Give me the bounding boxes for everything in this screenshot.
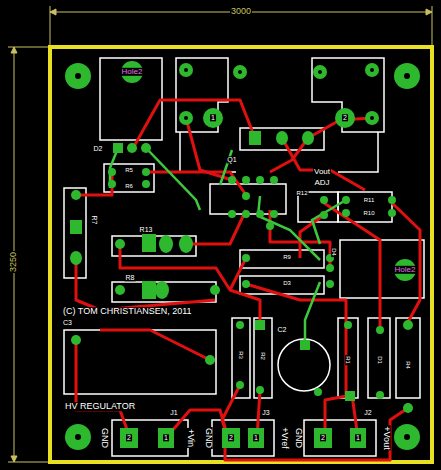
pcb-label: 3250 [9, 251, 18, 273]
pcb-label: C2 [277, 326, 288, 333]
pcb-label: +Vout [381, 425, 390, 450]
pcb-label: R6 [124, 183, 134, 189]
pcb-label: Vout [313, 168, 331, 176]
pcb-label: J2 [363, 409, 372, 416]
pcb-label: Q1 [226, 156, 237, 163]
pcb-label: GND [203, 427, 212, 449]
pcb-label: (C) TOM CHRISTIANSEN, 2011 [62, 307, 193, 316]
pcb-label: R2 [260, 351, 266, 361]
pcb-label: R12 [295, 190, 308, 196]
pcb-label: GND [99, 427, 108, 449]
pcb-label: R4 [405, 360, 411, 370]
pcb-label: R11 [363, 197, 376, 203]
pcb-label: Hole2 [394, 266, 417, 274]
silkscreen [64, 58, 424, 456]
pcb-label: R5 [124, 167, 134, 173]
pcb-label: R1 [345, 355, 351, 365]
pads [65, 63, 420, 450]
board-outline [50, 47, 432, 462]
pcb-label: R13 [139, 226, 154, 233]
mounting-hole [394, 259, 416, 281]
pcb-label: 1 [253, 434, 259, 441]
pcb-label: +Vref [279, 426, 288, 449]
pcb-label: R3 [238, 350, 244, 360]
pcb-label: 2 [228, 434, 234, 441]
pcb-label: GND [293, 427, 302, 449]
pcb-label: ADJ [313, 179, 330, 187]
pcb-label: R9 [282, 254, 292, 260]
pcb-label: R8 [125, 274, 136, 281]
pcb-label: 1 [355, 434, 361, 441]
pcb-label: D1 [377, 355, 383, 365]
dimension-lines [8, 6, 432, 462]
pcb-label: R7 [90, 215, 97, 226]
pcb-label: 1 [210, 114, 216, 121]
drill-holes [75, 68, 410, 440]
pcb-label: D2 [93, 145, 104, 152]
pcb-label: R10 [362, 210, 375, 216]
pcb-label: 1 [163, 434, 169, 441]
pcb-label: 2 [320, 434, 326, 441]
pcb-label: D4 [331, 247, 337, 257]
pcb-label: 2 [126, 434, 132, 441]
pcb-label: J1 [169, 409, 178, 416]
pcb-label: D3 [282, 280, 292, 286]
pcb-label: Hole2 [121, 68, 144, 76]
pcb-label: 2 [342, 114, 348, 121]
pcb-label: C3 [62, 319, 73, 326]
pcb-label: +Vin [185, 428, 194, 448]
pcb-label: J3 [261, 409, 270, 416]
pcb-label: HV REGULATOR [64, 402, 136, 411]
mounting-hole [121, 61, 143, 83]
pcb-label: 3000 [230, 7, 252, 16]
